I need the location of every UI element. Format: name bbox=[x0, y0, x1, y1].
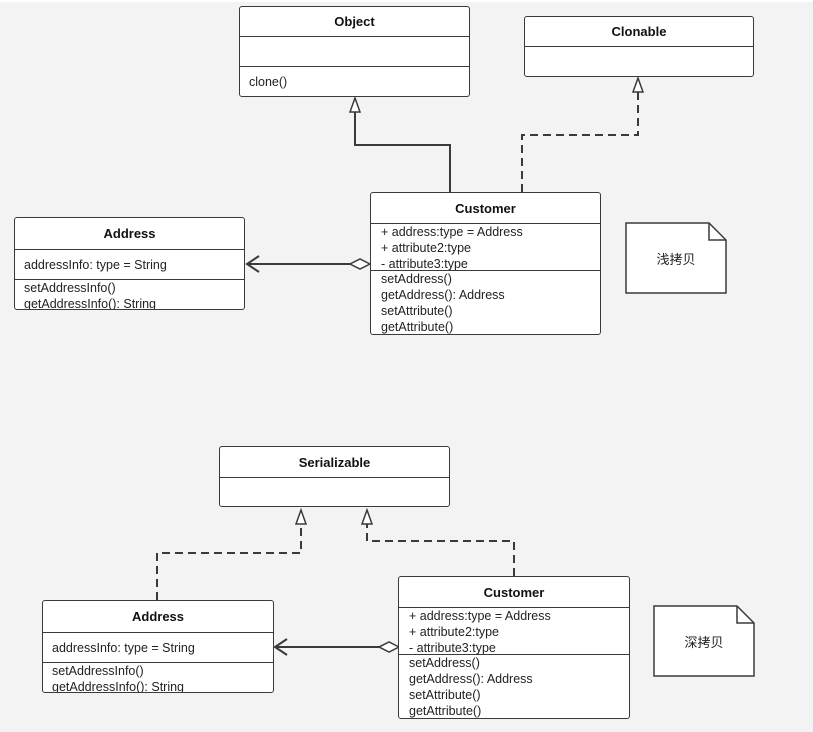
attribute: + address:type = Address bbox=[409, 609, 551, 623]
class-customer-deep: Customer + address:type = Address + attr… bbox=[398, 576, 630, 719]
class-name: Object bbox=[240, 7, 469, 37]
method-section: setAddress() getAddress(): Address setAt… bbox=[399, 655, 629, 718]
attribute: + address:type = Address bbox=[381, 225, 523, 239]
address-arrow-open-shallow bbox=[245, 255, 260, 273]
customer-to-serializable-realization bbox=[366, 524, 515, 576]
class-serializable: Serializable bbox=[219, 446, 450, 507]
method: setAddress() bbox=[409, 656, 480, 670]
note-text: 浅拷贝 bbox=[656, 252, 696, 268]
class-name: Serializable bbox=[220, 447, 449, 478]
method: setAddressInfo() bbox=[24, 281, 116, 295]
attribute: - attribute3:type bbox=[381, 257, 468, 270]
class-address-deep: Address addressInfo: type = String setAd… bbox=[42, 600, 274, 693]
method-section: clone() bbox=[240, 67, 469, 90]
method: clone() bbox=[249, 75, 288, 89]
method: getAddress(): Address bbox=[409, 672, 533, 686]
attribute: addressInfo: type = String bbox=[24, 258, 167, 272]
note-text: 深拷贝 bbox=[684, 635, 724, 651]
customer-to-object-generalization bbox=[354, 112, 451, 192]
attribute-section: addressInfo: type = String bbox=[15, 250, 244, 280]
note-shape bbox=[625, 222, 727, 294]
realization-arrowhead-serializable-left bbox=[294, 507, 308, 525]
class-clonable: Clonable bbox=[524, 16, 754, 77]
method-section: setAddress() getAddress(): Address setAt… bbox=[371, 271, 600, 334]
class-object: Object clone() bbox=[239, 6, 470, 97]
attribute: addressInfo: type = String bbox=[52, 641, 195, 655]
class-customer-shallow: Customer + address:type = Address + attr… bbox=[370, 192, 601, 335]
note-deep-copy: 深拷贝 bbox=[653, 605, 755, 677]
realization-arrowhead-clonable bbox=[631, 75, 645, 93]
class-address-shallow: Address addressInfo: type = String setAd… bbox=[14, 217, 245, 310]
attribute-section bbox=[240, 37, 469, 67]
aggregation-diamond-shallow bbox=[348, 258, 372, 270]
note-shallow-copy: 浅拷贝 bbox=[625, 222, 727, 294]
method-section: setAddressInfo() getAddressInfo(): Strin… bbox=[43, 663, 273, 693]
method: setAddress() bbox=[381, 272, 452, 286]
method: getAddressInfo(): String bbox=[52, 680, 185, 693]
attribute-section: + address:type = Address + attribute2:ty… bbox=[371, 224, 600, 271]
method: setAttribute() bbox=[409, 688, 481, 702]
address-to-serializable-realization bbox=[156, 524, 302, 600]
method: getAttribute() bbox=[409, 704, 482, 718]
generalization-arrowhead-object bbox=[348, 95, 362, 113]
method-section: setAddressInfo() getAddressInfo(): Strin… bbox=[15, 280, 244, 310]
method: setAttribute() bbox=[381, 304, 453, 318]
attribute: + attribute2:type bbox=[409, 625, 499, 639]
class-name: Customer bbox=[399, 577, 629, 608]
attribute-section: + address:type = Address + attribute2:ty… bbox=[399, 608, 629, 655]
method: getAddress(): Address bbox=[381, 288, 505, 302]
note-shape bbox=[653, 605, 755, 677]
method: getAttribute() bbox=[381, 320, 454, 334]
method: getAddressInfo(): String bbox=[24, 297, 157, 310]
attribute: - attribute3:type bbox=[409, 641, 496, 654]
class-name: Address bbox=[15, 218, 244, 250]
top-edge bbox=[0, 0, 813, 2]
class-name: Clonable bbox=[525, 17, 753, 47]
realization-arrowhead-serializable-right bbox=[360, 507, 374, 525]
attribute: + attribute2:type bbox=[381, 241, 471, 255]
attribute-section: addressInfo: type = String bbox=[43, 633, 273, 663]
aggregation-diamond-deep bbox=[377, 641, 401, 653]
class-name: Customer bbox=[371, 193, 600, 224]
method: setAddressInfo() bbox=[52, 664, 144, 678]
class-name: Address bbox=[43, 601, 273, 633]
customer-to-clonable-realization bbox=[521, 92, 639, 192]
address-arrow-open-deep bbox=[273, 638, 288, 656]
